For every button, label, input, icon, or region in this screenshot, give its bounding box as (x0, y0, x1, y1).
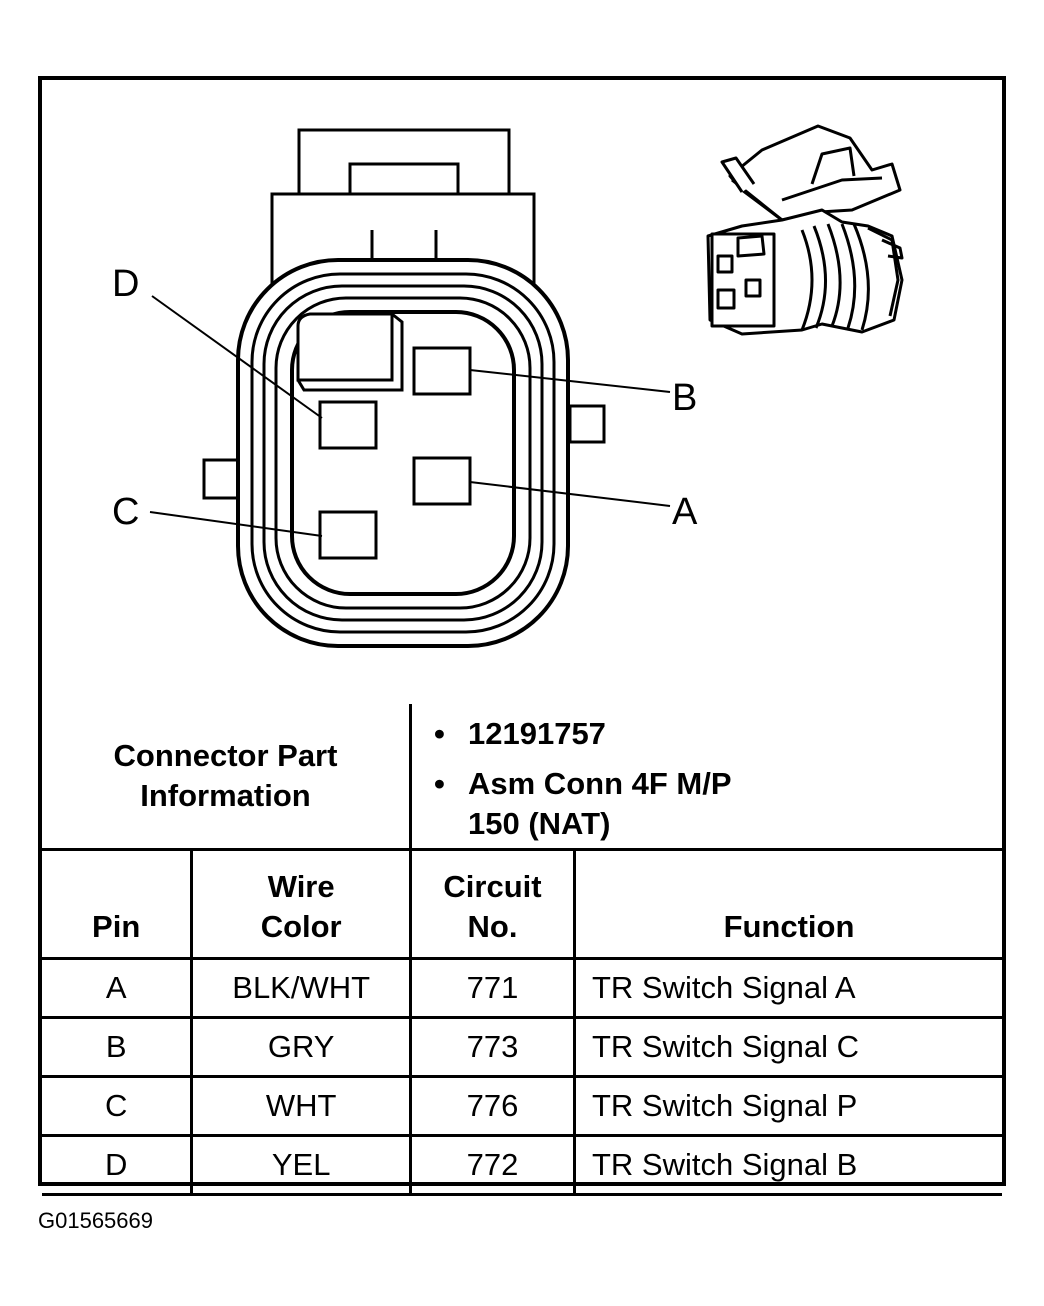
cell-pin: B (42, 1016, 194, 1078)
table-header-row: Pin Wire Color Circuit No. Function (42, 848, 1002, 960)
header-function: Function (573, 848, 1002, 960)
cell-function: TR Switch Signal B (573, 1134, 1002, 1196)
cell-wire-color: BLK/WHT (190, 957, 412, 1019)
table-row: C WHT 776 TR Switch Signal P (42, 1075, 1002, 1137)
cell-function: TR Switch Signal A (573, 957, 1002, 1019)
pin-label-d: D (112, 263, 139, 305)
pin-leader-lines (149, 295, 671, 537)
part-number: 12191757 (434, 714, 1002, 754)
part-description: Asm Conn 4F M/P 150 (NAT) (434, 764, 1002, 844)
header-circuit-no: Circuit No. (409, 848, 576, 960)
cell-circuit: 771 (409, 957, 576, 1019)
connector-diagram: D B C A (112, 124, 904, 648)
table-row: A BLK/WHT 771 TR Switch Signal A (42, 957, 1002, 1019)
pin-label-c: C (112, 491, 139, 533)
cell-circuit: 773 (409, 1016, 576, 1078)
cell-wire-color: GRY (190, 1016, 412, 1078)
header-wire-color: Wire Color (190, 848, 412, 960)
cell-pin: D (42, 1134, 194, 1196)
pin-label-b: B (672, 377, 697, 419)
cell-pin: C (42, 1075, 194, 1137)
connector-isometric-drawing (706, 124, 904, 336)
cell-circuit: 772 (409, 1134, 576, 1196)
cell-function: TR Switch Signal P (573, 1075, 1002, 1137)
cell-wire-color: YEL (190, 1134, 412, 1196)
cell-circuit: 776 (409, 1075, 576, 1137)
connector-face-drawing (202, 128, 606, 648)
connector-part-info-values: 12191757 Asm Conn 4F M/P 150 (NAT) (409, 704, 1002, 851)
table-row: D YEL 772 TR Switch Signal B (42, 1134, 1002, 1196)
table-row: B GRY 773 TR Switch Signal C (42, 1016, 1002, 1078)
cell-function: TR Switch Signal C (573, 1016, 1002, 1078)
cell-wire-color: WHT (190, 1075, 412, 1137)
connector-figure: D B C A Connec (38, 76, 1006, 1196)
connector-part-info-label: Connector Part Information (42, 704, 412, 851)
connector-pinout-table: Connector Part Information 12191757 Asm … (42, 704, 1002, 1196)
connector-part-info-row: Connector Part Information 12191757 Asm … (42, 704, 1002, 851)
header-pin: Pin (42, 848, 194, 960)
cell-pin: A (42, 957, 194, 1019)
pin-label-a: A (672, 491, 698, 533)
figure-id: G01565669 (38, 1208, 153, 1233)
